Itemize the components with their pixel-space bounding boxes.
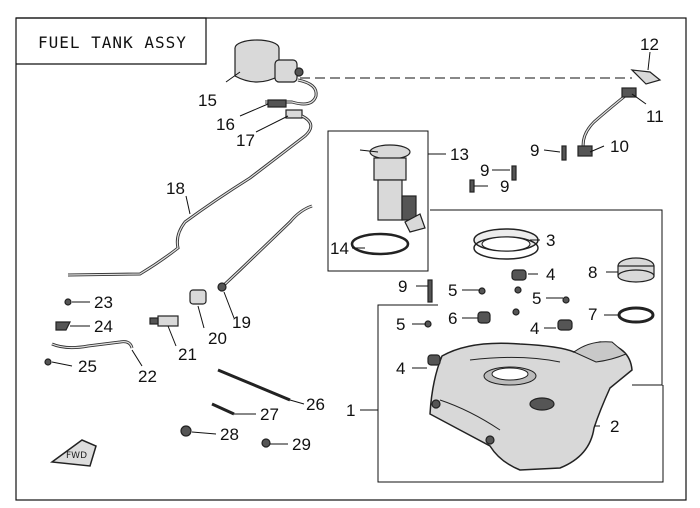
callout-24: 24 — [94, 317, 113, 336]
callout-2: 2 — [610, 417, 619, 436]
fuel-pump-part — [369, 144, 426, 233]
callout-23: 23 — [94, 293, 113, 312]
valve-part — [621, 87, 637, 98]
clip-part — [55, 321, 71, 331]
callout-4c: 4 — [396, 359, 405, 378]
callout-14: 14 — [330, 239, 349, 258]
grommet-part — [427, 354, 441, 366]
callout-4b: 4 — [530, 319, 539, 338]
diagram-title: FUEL TANK ASSY — [38, 33, 187, 52]
callout-17: 17 — [236, 131, 255, 150]
tank-group-box-lower — [377, 304, 664, 483]
callout-18: 18 — [166, 179, 185, 198]
callout-16: 16 — [216, 115, 235, 134]
callout-29: 29 — [292, 435, 311, 454]
pump-group-box — [327, 130, 429, 272]
fuel-cap-part — [617, 257, 655, 283]
callout-21: 21 — [178, 345, 197, 364]
grommet-part — [511, 269, 527, 281]
sleeve-part — [189, 289, 207, 305]
nut-part — [180, 425, 192, 437]
grommet-part — [557, 319, 573, 331]
callout-9b: 9 — [530, 141, 539, 160]
title-box — [16, 17, 207, 65]
callout-8: 8 — [588, 263, 597, 282]
callout-28: 28 — [220, 425, 239, 444]
pump-gasket-part — [350, 232, 410, 256]
tie-part — [211, 402, 235, 416]
forward-arrow-label: FWD — [66, 451, 87, 461]
callout-22: 22 — [138, 367, 157, 386]
leader-lines — [51, 51, 651, 445]
strap-part — [217, 368, 291, 402]
vapor-hose — [265, 78, 318, 106]
callout-26: 26 — [306, 395, 325, 414]
fuel-line-part — [67, 114, 313, 277]
callout-15: 15 — [198, 91, 217, 110]
outer-frame — [15, 17, 687, 501]
callout-11: 11 — [646, 107, 664, 126]
hose-clamp-part — [267, 99, 287, 108]
callout-27: 27 — [260, 405, 279, 424]
short-hose-part — [51, 340, 134, 350]
callout-4a: 4 — [546, 265, 555, 284]
tank-group-box-upper — [430, 209, 663, 386]
callout-labels: 1 2 3 4 4 4 5 5 5 6 7 8 9 9 9 9 10 11 12… — [78, 35, 664, 454]
canister-part — [234, 39, 304, 83]
cap-gasket-part — [617, 306, 655, 324]
callout-25: 25 — [78, 357, 97, 376]
screw-part — [261, 438, 271, 448]
callout-5a: 5 — [448, 281, 457, 300]
return-hose-part — [217, 204, 313, 292]
callout-1: 1 — [346, 401, 355, 420]
callout-5c: 5 — [396, 315, 405, 334]
callout-13: 13 — [450, 145, 469, 164]
forward-arrow: FWD — [49, 439, 97, 467]
callout-7: 7 — [588, 305, 597, 324]
callout-9d: 9 — [500, 177, 509, 196]
callout-19: 19 — [232, 313, 251, 332]
callout-12: 12 — [640, 35, 659, 54]
callout-9a: 9 — [398, 277, 407, 296]
check-valve-part — [285, 109, 303, 119]
bracket-part — [630, 69, 662, 85]
bolt-parts — [424, 145, 570, 328]
damper-part — [477, 311, 491, 324]
screw-part — [44, 358, 52, 366]
callout-9c: 9 — [480, 161, 489, 180]
callout-5b: 5 — [532, 289, 541, 308]
callout-20: 20 — [208, 329, 227, 348]
callout-3: 3 — [546, 231, 555, 250]
callout-10: 10 — [610, 137, 629, 156]
connector-part — [149, 315, 179, 327]
fuel-tank-part — [429, 341, 633, 471]
screw-part — [64, 298, 72, 306]
lock-ring-part — [473, 228, 539, 260]
callout-6: 6 — [448, 309, 457, 328]
